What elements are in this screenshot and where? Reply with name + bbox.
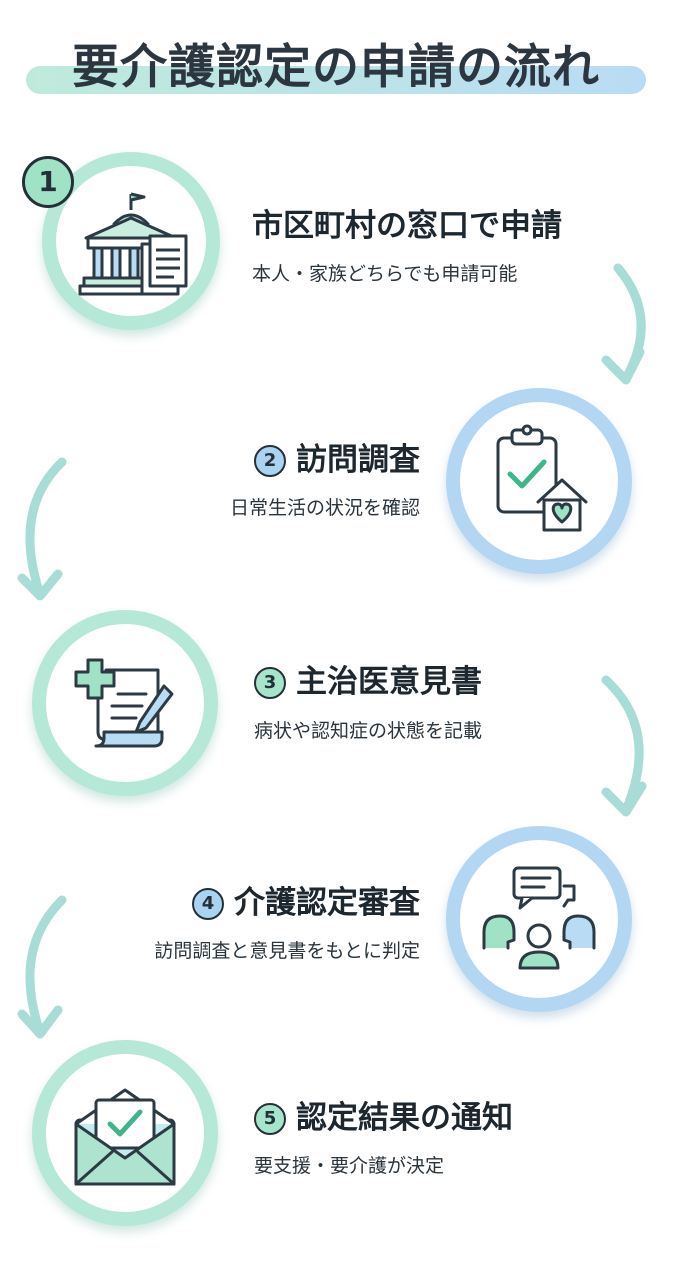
step-2-circle bbox=[446, 388, 632, 574]
step-4-number-badge: 4 bbox=[192, 888, 224, 920]
discussion-people-icon bbox=[482, 866, 596, 970]
step-1-title: 市区町村の窓口で申請 bbox=[252, 208, 562, 244]
medical-document-pen-icon bbox=[74, 658, 174, 748]
step-4-description: 訪問調査と意見書をもとに判定 bbox=[154, 940, 420, 962]
page-title: 要介護認定の申請の流れ bbox=[72, 40, 600, 95]
curved-arrow-4 bbox=[17, 895, 67, 1039]
title-area: 要介護認定の申請の流れ bbox=[22, 18, 650, 96]
title-underline bbox=[26, 66, 646, 94]
step-4-circle bbox=[446, 826, 632, 1012]
step-3-number-badge: 3 bbox=[254, 667, 286, 699]
step-2-title-text: 訪問調査 bbox=[296, 442, 420, 478]
step-2-description: 日常生活の状況を確認 bbox=[229, 497, 420, 519]
step-5-title: 5 認定結果の通知 bbox=[254, 1098, 513, 1138]
step-1-description: 本人・家族どちらでも申請可能 bbox=[252, 263, 518, 285]
step-5-number-badge: 5 bbox=[254, 1103, 286, 1135]
step-5-description: 要支援・要介護が決定 bbox=[254, 1155, 445, 1177]
step-4-title-text: 介護認定審査 bbox=[234, 885, 420, 921]
curved-arrow-3 bbox=[601, 675, 647, 817]
step-3-circle bbox=[32, 610, 218, 796]
step-2-number-badge: 2 bbox=[254, 445, 286, 477]
step-1-number-badge: 1 bbox=[22, 156, 74, 208]
step-5-title-text: 認定結果の通知 bbox=[296, 1100, 513, 1136]
step-5-circle bbox=[32, 1040, 218, 1226]
curved-arrow-2 bbox=[17, 457, 67, 601]
step-3-title: 3 主治医意見書 bbox=[254, 662, 482, 702]
step-3-title-text: 主治医意見書 bbox=[296, 664, 482, 700]
clipboard-house-icon bbox=[496, 424, 588, 532]
step-3-description: 病状や認知症の状態を記載 bbox=[254, 720, 483, 742]
curved-arrow-1 bbox=[601, 263, 646, 385]
step-2-title: 2 訪問調査 bbox=[180, 440, 420, 480]
step-4-title: 4 介護認定審査 bbox=[130, 883, 420, 923]
envelope-check-icon bbox=[74, 1088, 176, 1186]
city-hall-document-icon bbox=[78, 192, 188, 296]
